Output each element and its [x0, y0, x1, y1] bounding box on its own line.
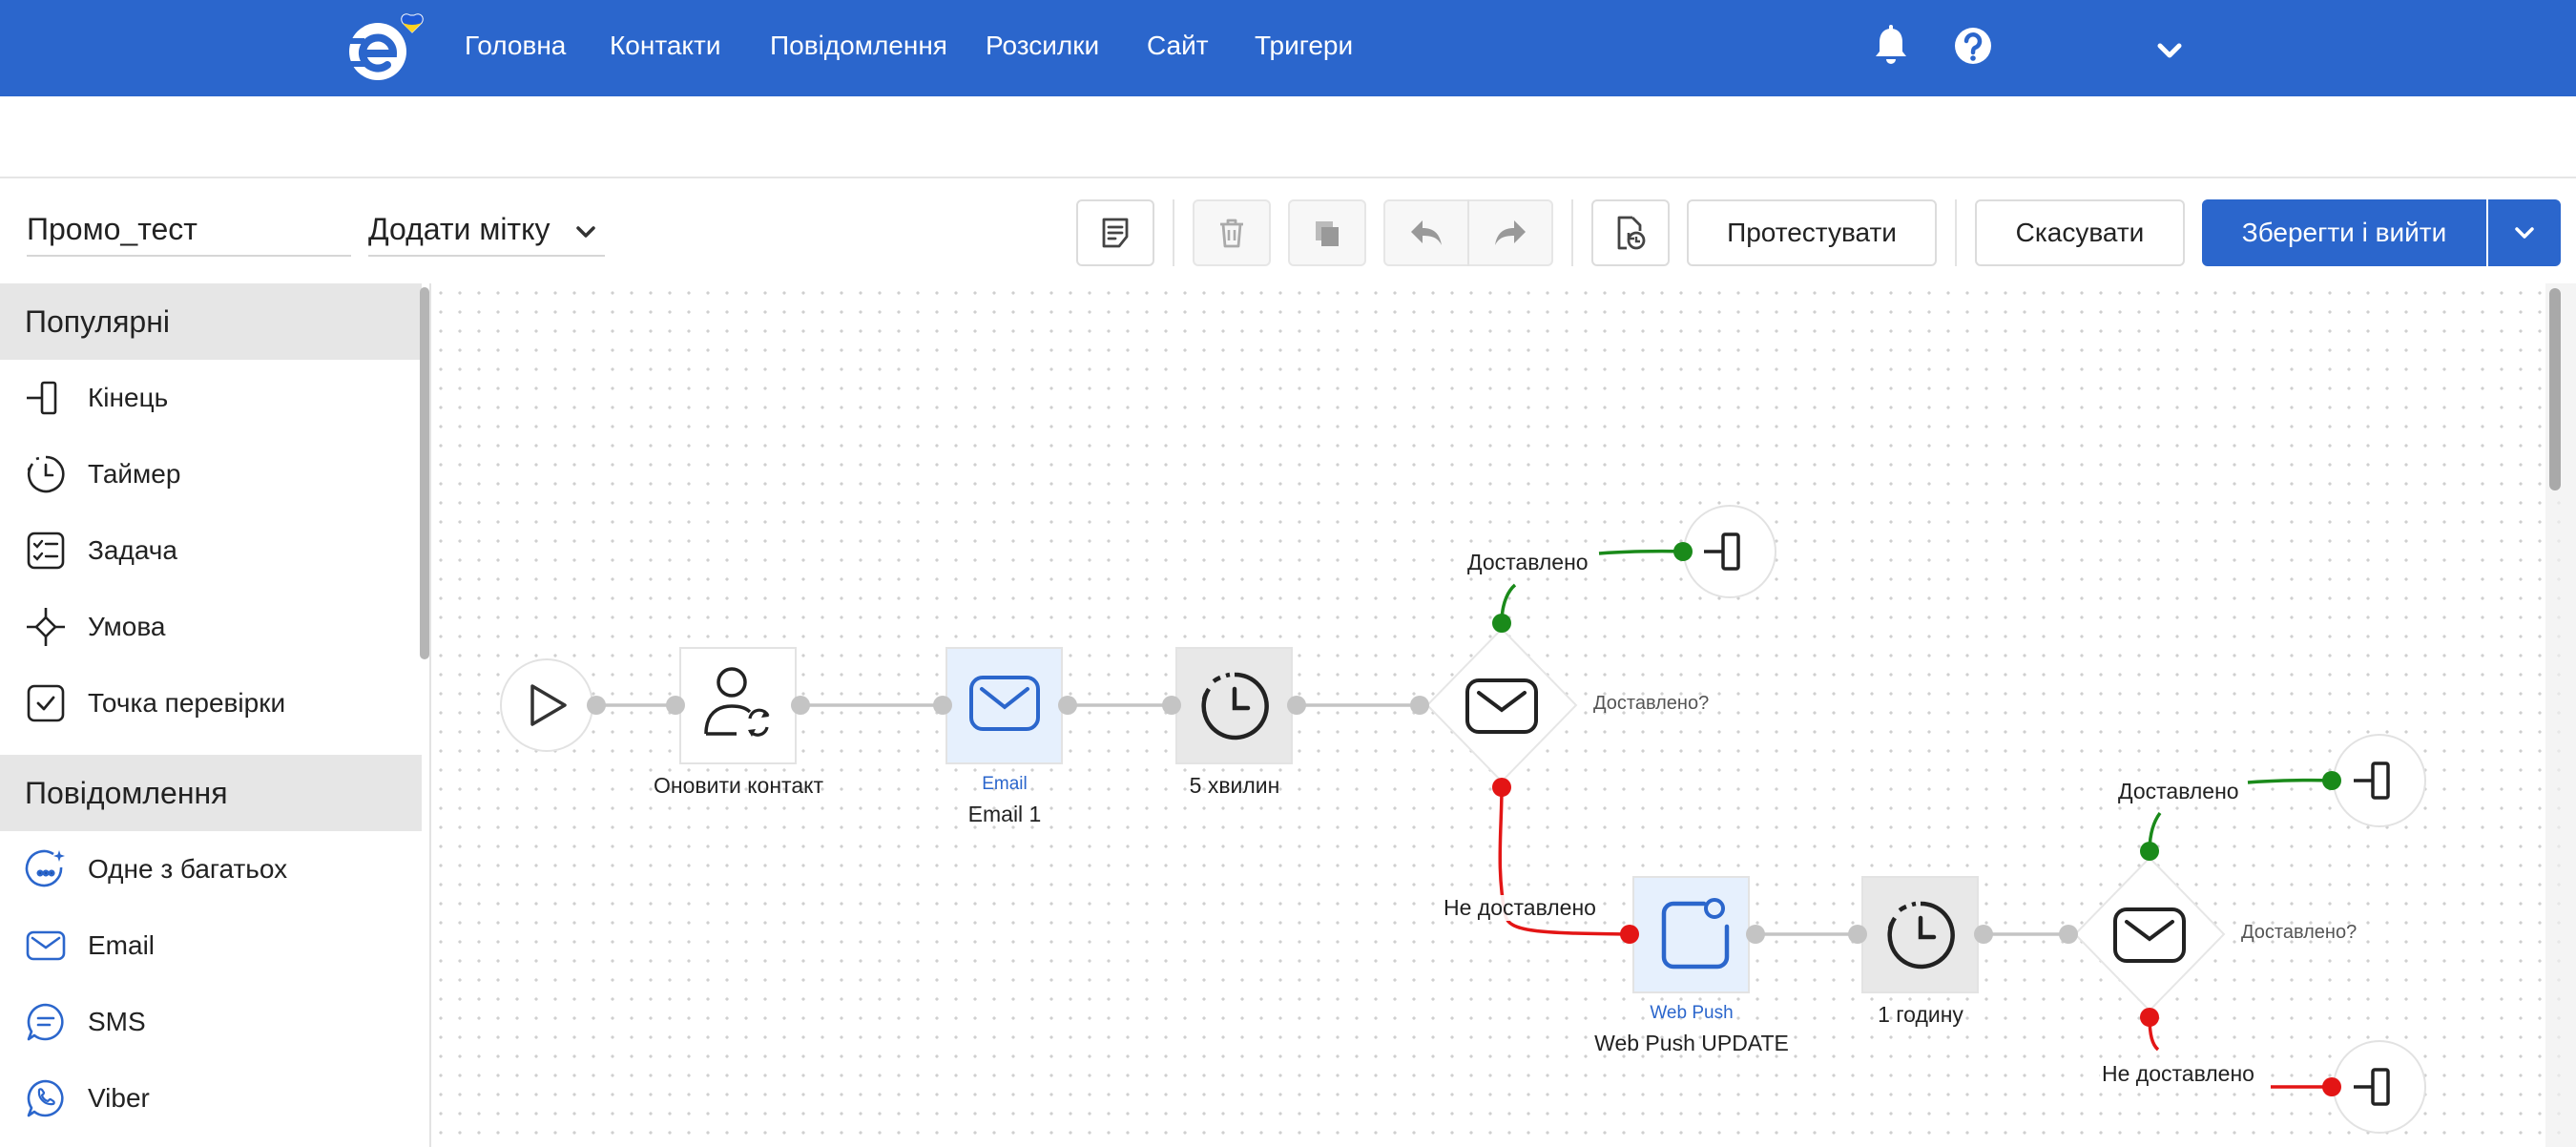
node-webpush-label: Web Push UPDATE — [1594, 1031, 1789, 1055]
sidebar-item-label: Таймер — [88, 459, 181, 489]
copy-icon — [1316, 221, 1339, 246]
test-button[interactable]: Протестувати — [1687, 199, 1937, 266]
trash-icon — [1220, 219, 1243, 248]
campaign-name-input[interactable]: Промо_тест — [27, 205, 351, 257]
end-icon — [27, 381, 57, 415]
sidebar-item-condition[interactable]: Умова — [0, 589, 422, 665]
top-navigation: Головна Контакти Повідомлення Розсилки С… — [0, 0, 2576, 96]
branch-not-delivered-label: Не доставлено — [2100, 1061, 2256, 1087]
sidebar-item-label: Точка перевірки — [88, 688, 286, 718]
task-icon — [27, 532, 65, 570]
branch-delivered-label: Доставлено — [1465, 550, 1590, 575]
node-timer-label: 1 годину — [1878, 1002, 1963, 1027]
sidebar-item-timer[interactable]: Таймер — [0, 436, 422, 512]
history-icon — [1617, 216, 1646, 250]
chevron-down-icon[interactable] — [2149, 29, 2191, 74]
sidebar-item-label: Умова — [88, 612, 166, 641]
sidebar-item-end[interactable]: Кінець — [0, 360, 422, 436]
sidebar-item-label: Кінець — [88, 383, 169, 412]
node-timer-label: 5 хвилин — [1189, 773, 1280, 798]
note-button[interactable] — [1076, 199, 1154, 266]
nav-contacts[interactable]: Контакти — [610, 31, 721, 60]
redo-button[interactable] — [1469, 201, 1551, 264]
tag-select-label: Додати мітку — [368, 212, 551, 246]
copy-button[interactable] — [1288, 199, 1366, 266]
sidebar-item-task[interactable]: Задача — [0, 512, 422, 589]
redo-icon — [1494, 220, 1526, 245]
sidebar-item-sms[interactable]: SMS — [0, 984, 422, 1060]
undo-icon — [1411, 220, 1442, 245]
sidebar-item-label: SMS — [88, 1007, 146, 1036]
sidebar-item-label: Viber — [88, 1083, 150, 1113]
nav-site[interactable]: Сайт — [1147, 31, 1209, 60]
sidebar-item-checkpoint[interactable]: Точка перевірки — [0, 665, 422, 741]
condition-icon — [27, 608, 65, 646]
save-and-exit-button[interactable]: Зберегти і вийти — [2202, 199, 2486, 266]
nav-home[interactable]: Головна — [465, 31, 567, 60]
node-email-label: Email 1 — [967, 802, 1042, 826]
condition-question: Доставлено? — [1593, 693, 1710, 714]
cancel-button[interactable]: Скасувати — [1975, 199, 2185, 266]
node-update-contact-label: Оновити контакт — [654, 773, 823, 798]
delete-button[interactable] — [1193, 199, 1271, 266]
note-icon — [1102, 218, 1129, 248]
undo-redo-group — [1383, 199, 1553, 266]
section-popular: Популярні — [0, 283, 422, 360]
logo-icon[interactable] — [343, 10, 439, 86]
chevron-down-icon — [576, 226, 595, 238]
save-options-button[interactable] — [2488, 199, 2561, 266]
nav-campaigns[interactable]: Розсилки — [986, 31, 1100, 60]
one-of-many-icon — [25, 849, 65, 887]
viber-icon — [27, 1079, 64, 1117]
history-button[interactable] — [1591, 199, 1670, 266]
bell-icon[interactable] — [1870, 23, 1912, 69]
node-email-type: Email — [982, 774, 1028, 794]
nav-messages[interactable]: Повідомлення — [770, 31, 947, 60]
sidebar-item-label: Задача — [88, 535, 177, 565]
undo-button[interactable] — [1385, 201, 1467, 264]
branch-delivered-label: Доставлено — [2116, 779, 2241, 804]
sub-header — [0, 96, 2576, 178]
editor-toolbar: Промо_тест Додати мітку Протестувати Ска… — [0, 180, 2576, 283]
flow-graph — [500, 505, 2426, 1134]
branch-not-delivered-label: Не доставлено — [1442, 895, 1598, 921]
section-messages: Повідомлення — [0, 755, 422, 831]
nav-triggers[interactable]: Тригери — [1255, 31, 1354, 60]
blocks-sidebar: Популярні Кінець Таймер Задача Умова Точ… — [0, 283, 431, 1147]
sidebar-item-label: Одне з багатьох — [88, 854, 288, 884]
timer-icon — [27, 455, 65, 493]
checkpoint-icon — [27, 684, 65, 722]
sidebar-item-label: Email — [88, 930, 156, 960]
canvas-scrollbar[interactable] — [2549, 288, 2561, 490]
sidebar-item-one-of-many[interactable]: Одне з багатьох — [0, 831, 422, 907]
sidebar-item-email[interactable]: Email — [0, 907, 422, 984]
condition-question: Доставлено? — [2241, 922, 2358, 943]
sidebar-scrollbar[interactable] — [420, 287, 429, 659]
sidebar-item-viber[interactable]: Viber — [0, 1060, 422, 1137]
flow-canvas[interactable]: Оновити контакт Email Email 1 5 хвилин Д… — [431, 283, 2576, 1147]
email-icon — [26, 930, 66, 961]
chevron-down-icon — [2515, 227, 2534, 239]
help-icon[interactable] — [1952, 23, 1994, 69]
tag-select[interactable]: Додати мітку — [368, 205, 605, 257]
sms-icon — [27, 1003, 64, 1041]
node-webpush-type: Web Push — [1650, 1003, 1734, 1023]
